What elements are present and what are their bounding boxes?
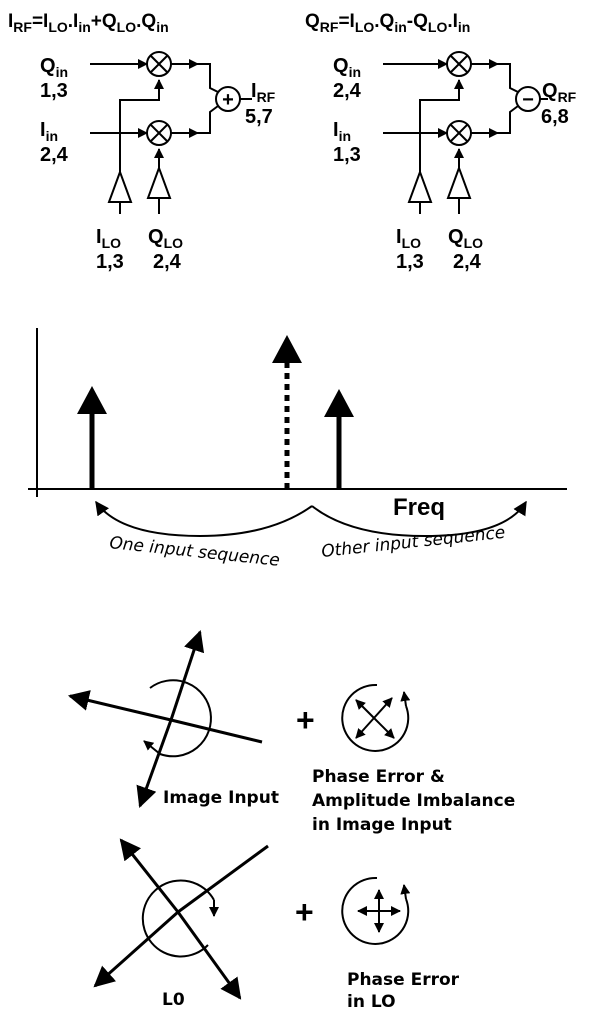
image-vector-left	[67, 690, 172, 722]
right-equation: QRF=ILO.Qin-QLO.Iin	[305, 11, 470, 35]
right-qrf-ports: 6,8	[541, 106, 569, 128]
left-irf-label: IRF	[251, 80, 276, 105]
right-qrf-label: QRF	[542, 80, 577, 105]
left-qlo-buffer	[146, 165, 172, 199]
left-bottom-mixer	[146, 120, 172, 146]
right-qlo-buffer	[446, 165, 472, 199]
left-ilo-buffer	[107, 169, 133, 203]
left-top-mixer	[146, 51, 172, 77]
image-rotation-arrow	[143, 740, 161, 755]
right-bottom-mixer	[446, 120, 472, 146]
image-input-vectors: Image Input	[67, 630, 279, 808]
right-sum-wire-top	[498, 63, 519, 93]
image-error-arrow-se	[373, 717, 395, 739]
spectrum-diagram: Freq One input sequence Other input sequ…	[28, 328, 567, 571]
image-error-arrow-sw	[355, 717, 375, 739]
lo-rotation-arc	[141, 879, 215, 958]
right-ilo-label: ILO	[396, 226, 421, 251]
right-sum-wire-bottom	[498, 105, 519, 134]
image-vector-down	[136, 719, 173, 808]
left-qin-label: Qin	[40, 55, 68, 80]
image-error-label-2: Amplitude Imbalance	[312, 791, 515, 811]
lo-label: L0	[162, 990, 185, 1010]
right-sequence-arc	[311, 500, 527, 538]
image-tone-dashed-arrow	[272, 335, 302, 489]
right-qlo-ports: 2,4	[453, 251, 482, 273]
left-modulator-block: Qin 1,3 Iin 2,4 + IRF 5,7 ILO	[40, 51, 276, 273]
image-error-arrow-nw	[355, 699, 375, 719]
lo-vector-down-right	[176, 911, 242, 1000]
left-sum-wire-bottom	[198, 105, 219, 134]
right-ilo-wire	[419, 79, 464, 178]
image-error-icon	[341, 683, 411, 752]
lo-plus-sign: +	[295, 894, 314, 930]
right-tone-arrow	[324, 389, 354, 489]
image-vector-right	[170, 718, 263, 744]
right-iin-ports: 1,3	[333, 144, 361, 166]
lo-vector-up-right	[177, 844, 269, 914]
left-ilo-label: ILO	[96, 226, 121, 251]
left-iin-ports: 2,4	[40, 144, 69, 166]
right-modulator-block: Qin 2,4 Iin 1,3 − QRF 6,8 ILO	[333, 51, 577, 273]
lo-error-label-1: Phase Error	[347, 970, 460, 990]
lo-error-label-2: in LO	[347, 992, 396, 1012]
right-top-mixer	[446, 51, 472, 77]
lo-vectors: L0	[93, 838, 269, 1010]
lo-vector-up-left	[119, 838, 180, 913]
image-rotation-arc	[149, 679, 212, 758]
left-sequence-arc	[95, 500, 313, 538]
left-qlo-ports: 2,4	[153, 251, 182, 273]
left-tone-arrow	[77, 386, 107, 489]
right-iin-label: Iin	[333, 119, 351, 144]
right-qin-label: Qin	[333, 55, 361, 80]
left-ilo-ports: 1,3	[96, 251, 124, 273]
image-error-label-3: in Image Input	[312, 815, 452, 835]
image-error-arrow-ne	[373, 697, 393, 719]
image-error-arc	[341, 683, 410, 752]
lo-error-arc	[341, 876, 410, 945]
image-error-label-1: Phase Error &	[312, 767, 445, 787]
left-qlo-label: QLO	[148, 226, 183, 251]
left-iin-label: Iin	[40, 119, 58, 144]
right-qin-ports: 2,4	[333, 80, 362, 102]
right-ilo-buffer	[407, 169, 433, 203]
right-ilo-ports: 1,3	[396, 251, 424, 273]
image-vector-up	[169, 630, 205, 721]
left-equation: IRF=ILO.Iin+QLO.Qin	[8, 11, 169, 35]
image-input-label: Image Input	[163, 788, 279, 808]
right-qlo-label: QLO	[448, 226, 483, 251]
lo-error-arc-arrow	[400, 884, 411, 900]
lo-vector-down-left	[93, 910, 179, 988]
right-sequence-label: Other input sequence	[320, 523, 506, 562]
left-combiner-symbol: +	[222, 89, 234, 111]
right-combiner-symbol: −	[522, 89, 534, 111]
left-sequence-label: One input sequence	[108, 533, 280, 571]
left-irf-ports: 5,7	[245, 106, 273, 128]
left-qin-ports: 1,3	[40, 80, 68, 102]
image-error-arc-arrow	[400, 691, 411, 707]
image-plus-sign: +	[296, 702, 315, 738]
freq-label: Freq	[393, 494, 445, 521]
left-ilo-wire	[119, 79, 164, 178]
lo-error-icon	[341, 876, 411, 945]
left-sum-wire-top	[198, 63, 219, 93]
